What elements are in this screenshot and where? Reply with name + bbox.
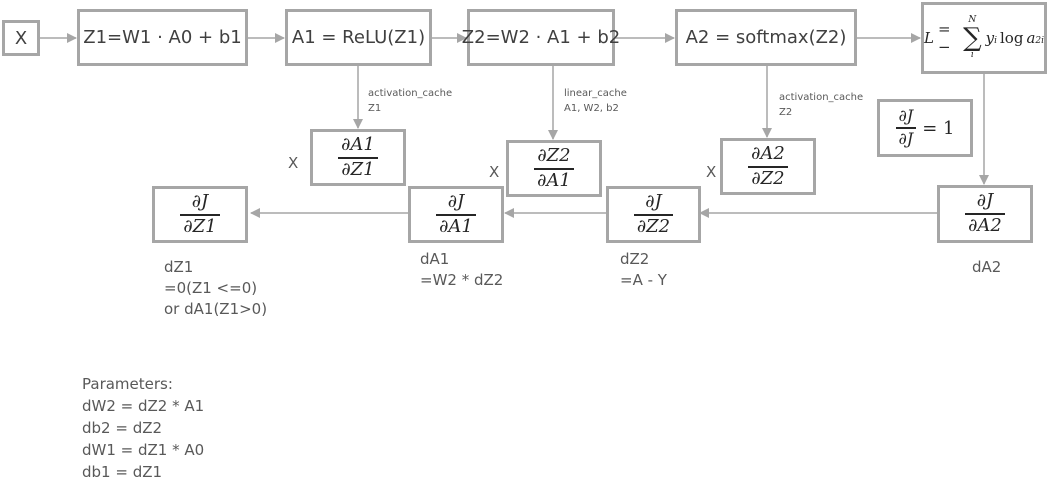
grad-dZ2-node: ∂J ∂Z2 bbox=[606, 186, 701, 243]
parameters-block: Parameters: dW2 = dZ2 * A1 db2 = dZ2 dW1… bbox=[82, 373, 204, 483]
cache-activation2-name: activation_cache bbox=[779, 92, 864, 103]
multiply-sign-3: X bbox=[706, 163, 717, 181]
a2-label: A2 = softmax(Z2) bbox=[685, 27, 847, 48]
label-line: =W2 * dZ2 bbox=[420, 271, 504, 289]
frac-numerator: ∂J bbox=[898, 106, 914, 126]
z2-linear-node: Z2=W2 · A1 + b2 bbox=[462, 9, 620, 66]
parameter-line-dW1: dW1 = dZ1 * A0 bbox=[82, 441, 205, 459]
fraction-bar bbox=[180, 213, 220, 216]
z1-label: Z1=W1 · A0 + b1 bbox=[83, 27, 242, 48]
frac-denominator: ∂A2 bbox=[968, 215, 1002, 236]
local-grad-dZ2-dA1: ∂Z2∂A1 bbox=[506, 140, 602, 197]
local-grad-dA2-dZ2: ∂A2∂Z2 bbox=[720, 138, 816, 195]
sum-lower-limit: i bbox=[970, 50, 974, 60]
sum-upper-limit: N bbox=[968, 15, 977, 25]
seed-equals-one: = 1 bbox=[922, 117, 955, 139]
a2-softmax-node: A2 = softmax(Z2) bbox=[675, 9, 857, 66]
label-line: dA1 bbox=[420, 250, 450, 268]
local-grad-dA1-dZ1: ∂A1∂Z1 bbox=[310, 129, 406, 186]
frac-denominator: ∂A1 bbox=[439, 215, 473, 237]
grad-dZ1-node: ∂J ∂Z1 bbox=[152, 186, 248, 243]
a1-relu-node: A1 = ReLU(Z1) bbox=[285, 9, 432, 66]
term-a: a bbox=[1026, 29, 1036, 47]
term-y-subscript: i bbox=[994, 35, 997, 46]
fraction-bar bbox=[748, 165, 788, 168]
a1-label: A1 = ReLU(Z1) bbox=[291, 27, 426, 48]
grad-dA1-node: ∂J ∂A1 bbox=[408, 186, 504, 243]
fraction-bar bbox=[633, 213, 674, 216]
parameter-line-dW2: dW2 = dZ2 * A1 bbox=[82, 397, 205, 415]
frac-numerator: ∂J bbox=[447, 190, 465, 212]
z2-label: Z2=W2 · A1 + b2 bbox=[461, 27, 621, 48]
frac-denominator: ∂Z1 bbox=[183, 215, 217, 237]
frac-denominator: ∂Z1 bbox=[341, 158, 375, 180]
frac-numerator: ∂J bbox=[191, 190, 209, 212]
fraction-bar bbox=[338, 156, 378, 159]
cache-activation1: activation_cache Z1 bbox=[368, 86, 452, 116]
grad-dA2-label: dA2 bbox=[972, 258, 1002, 276]
multiply-sign-2: X bbox=[489, 163, 500, 181]
sigma-symbol: ∑ bbox=[963, 23, 982, 53]
term-a-subscript: 2i bbox=[1035, 35, 1044, 46]
term-y: y bbox=[985, 29, 995, 47]
cache-activation2-content: Z2 bbox=[779, 107, 793, 118]
label-line: or dA1(Z1>0) bbox=[164, 300, 268, 318]
cache-linear2: linear_cache A1, W2, b2 bbox=[564, 86, 627, 116]
grad-dZ2-label: dZ2 =A - Y bbox=[620, 249, 667, 291]
loss-symbol: L bbox=[924, 29, 934, 47]
label-line: dZ1 bbox=[164, 258, 194, 276]
frac-numerator: ∂A1 bbox=[341, 133, 375, 155]
frac-denominator: ∂A1 bbox=[537, 169, 571, 191]
multiply-sign-1: X bbox=[288, 154, 299, 172]
cache-activation1-content: Z1 bbox=[368, 103, 382, 114]
frac-denominator: ∂Z2 bbox=[751, 167, 785, 189]
label-line: =0(Z1 <=0) bbox=[164, 279, 258, 297]
sum-operator: N ∑ i bbox=[963, 16, 982, 60]
log-operator: log bbox=[1000, 29, 1024, 47]
frac-denominator: ∂Z2 bbox=[636, 215, 671, 237]
frac-denominator: ∂J bbox=[898, 129, 914, 148]
parameters-heading: Parameters: bbox=[82, 375, 173, 393]
cache-linear2-name: linear_cache bbox=[564, 88, 627, 99]
parameter-line-db1: db1 = dZ1 bbox=[82, 463, 163, 481]
input-x-label: X bbox=[14, 27, 28, 49]
fraction-bar bbox=[436, 213, 476, 216]
parameter-line-db2: db2 = dZ2 bbox=[82, 419, 163, 437]
input-x-node: X bbox=[2, 20, 40, 56]
fraction-bar bbox=[965, 213, 1005, 215]
label-line: =A - Y bbox=[620, 271, 667, 289]
cache-activation2: activation_cache Z2 bbox=[779, 90, 863, 120]
grad-dA2-node: ∂J ∂A2 bbox=[937, 185, 1033, 243]
fraction-bar bbox=[534, 167, 574, 170]
grad-dZ1-label: dZ1 =0(Z1 <=0) or dA1(Z1>0) bbox=[164, 257, 267, 320]
grad-dA1-label: dA1 =W2 * dZ2 bbox=[420, 249, 503, 291]
loss-equals-minus: = − bbox=[937, 20, 951, 56]
frac-numerator: ∂A2 bbox=[751, 142, 785, 164]
frac-numerator: ∂J bbox=[976, 190, 994, 212]
frac-numerator: ∂Z2 bbox=[537, 144, 571, 166]
label-line: dZ2 bbox=[620, 250, 650, 268]
seed-gradient-node: ∂J ∂J = 1 bbox=[877, 99, 973, 157]
fraction-bar bbox=[895, 127, 917, 129]
cache-activation1-name: activation_cache bbox=[368, 88, 453, 99]
frac-numerator: ∂J bbox=[645, 190, 662, 212]
z1-linear-node: Z1=W1 · A0 + b1 bbox=[77, 9, 248, 66]
cache-linear2-content: A1, W2, b2 bbox=[564, 103, 619, 114]
